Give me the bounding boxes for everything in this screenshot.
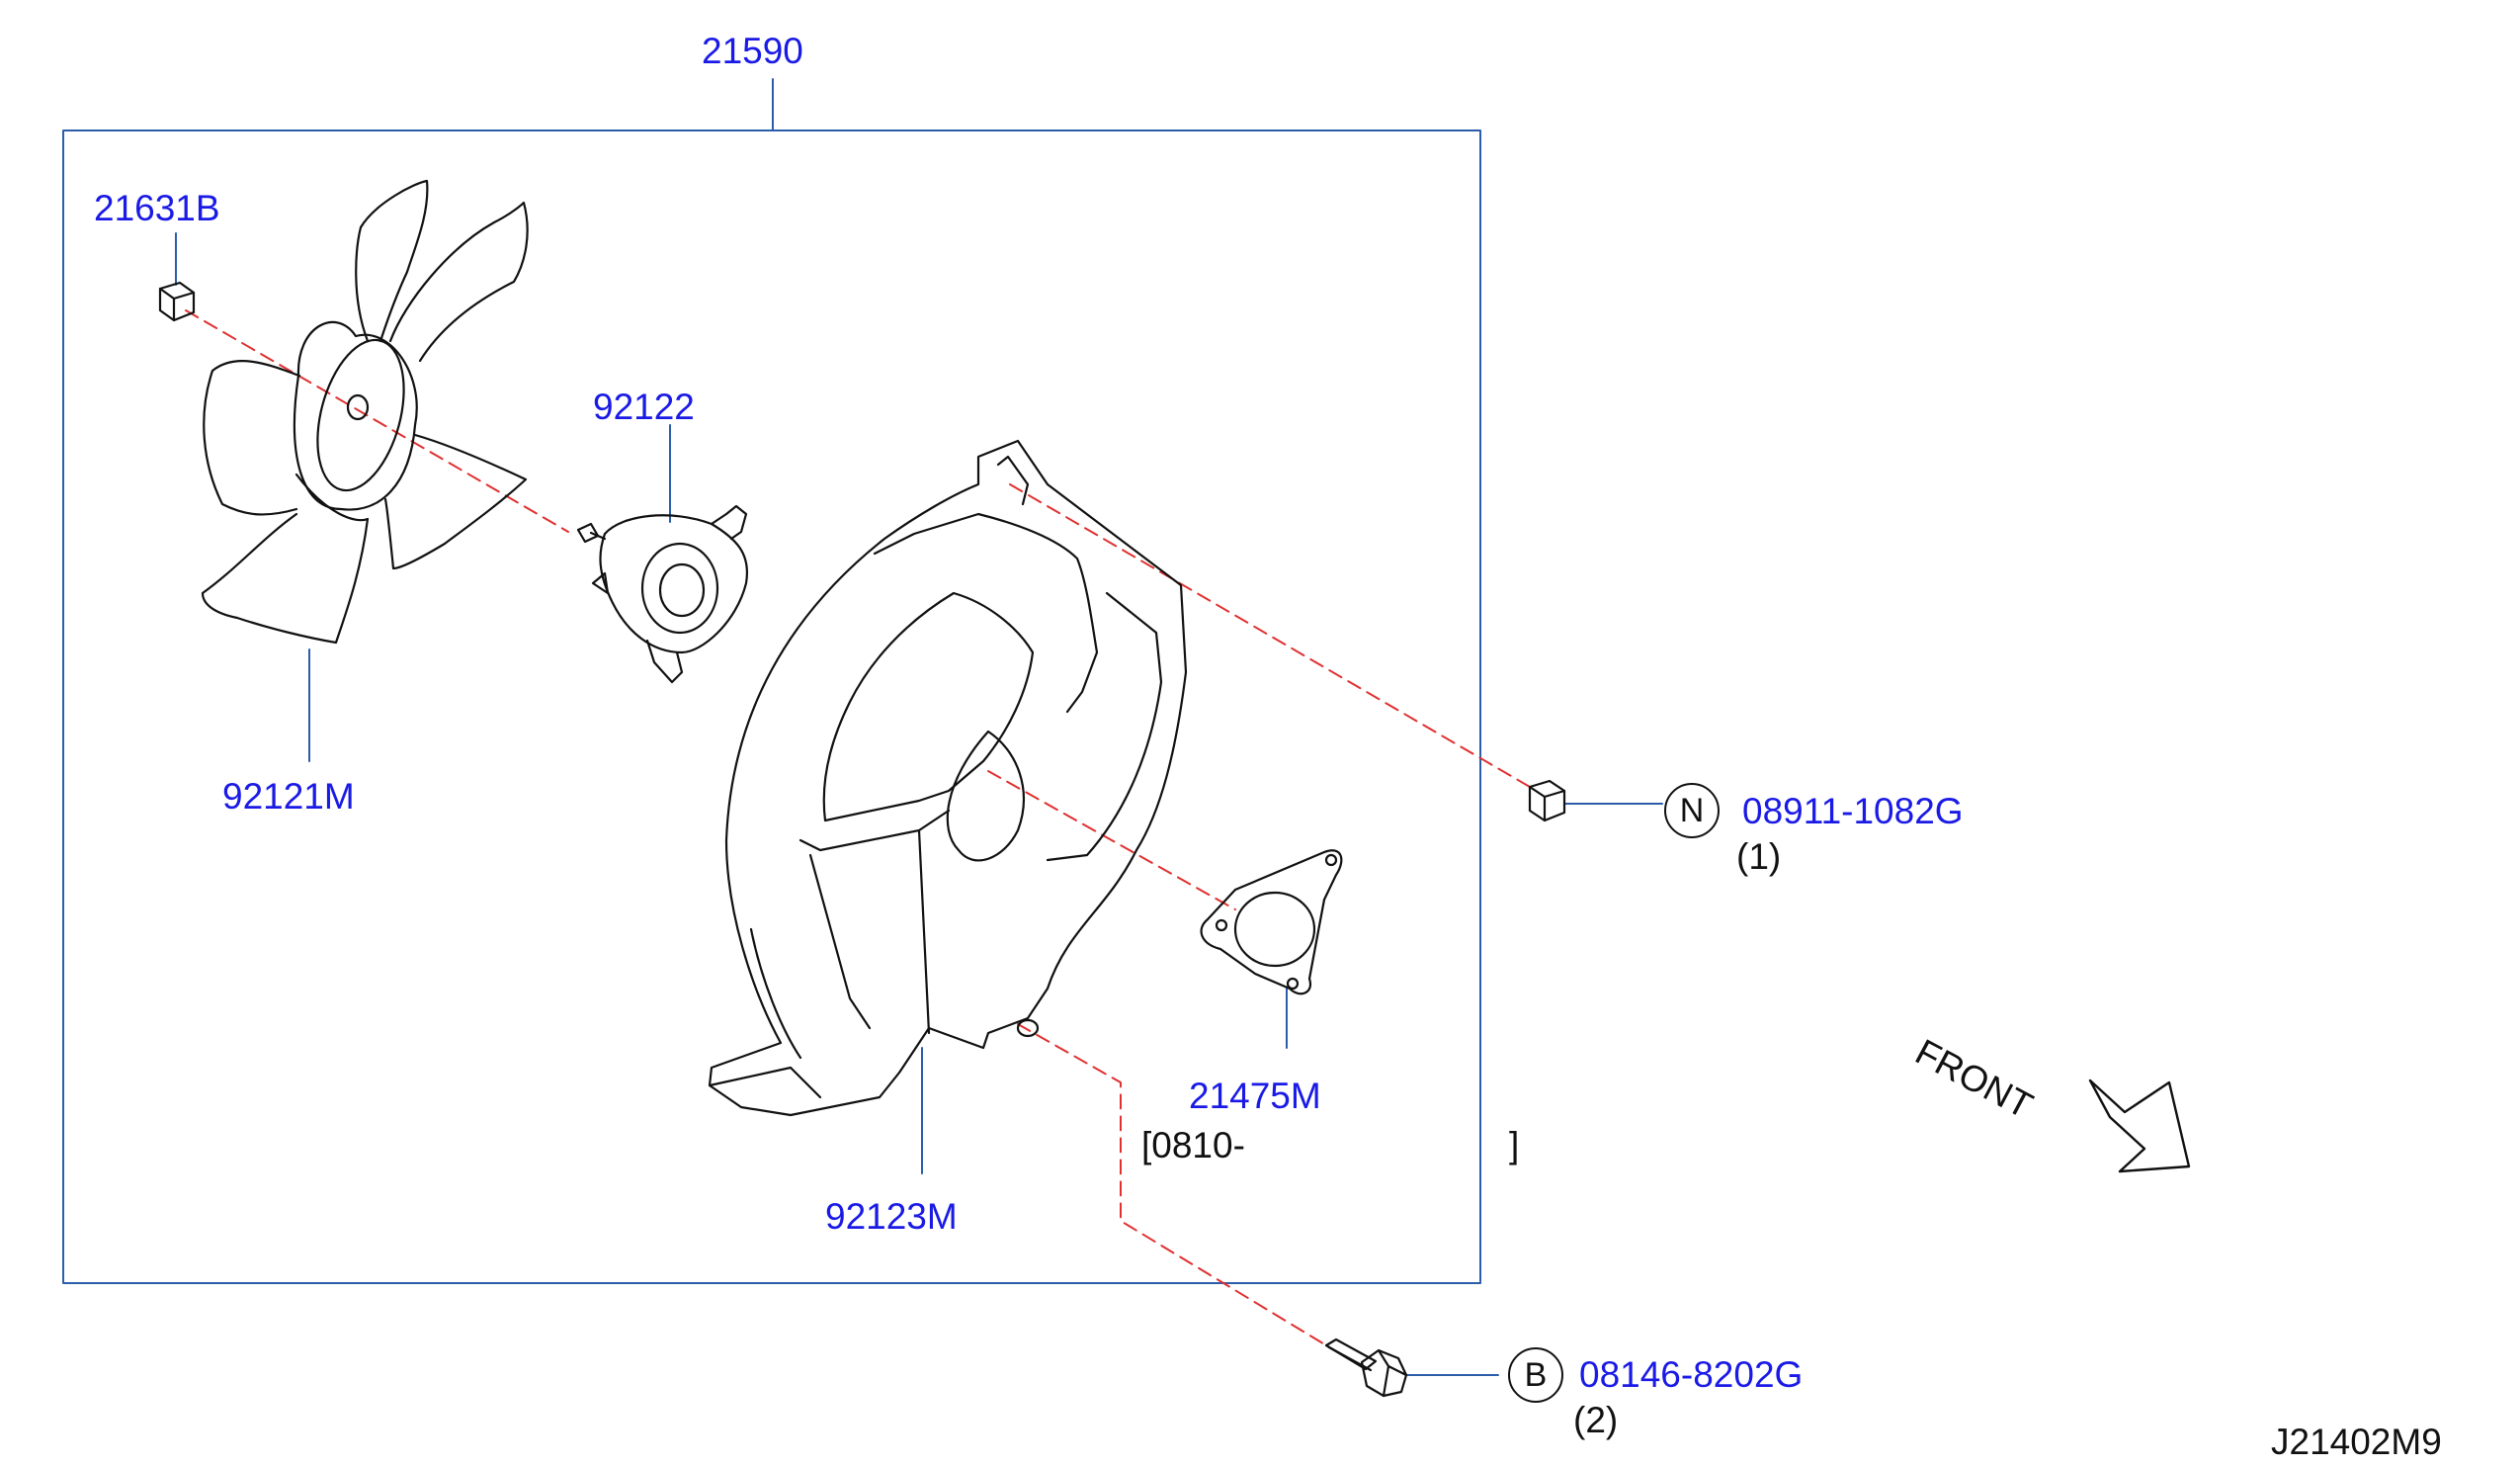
fan-92121m-drawing [201, 179, 529, 645]
nut-quantity: (1) [1736, 836, 1782, 877]
front-arrow-icon [2088, 1079, 2191, 1173]
nut-symbol-badge: N [1664, 783, 1720, 838]
fan-part-number: 92121M [222, 776, 355, 817]
date-range-close: ] [1509, 1125, 1520, 1165]
bolt-quantity: (2) [1573, 1400, 1619, 1440]
bolt-standard-part-number: 08146-8202G [1579, 1354, 1804, 1395]
date-range-open: [0810- [1141, 1125, 1245, 1165]
nut-standard-part-number: 08911-1082G [1742, 791, 1964, 831]
motor-part-number: 92122 [593, 387, 695, 427]
nut-08911-drawing [1528, 779, 1566, 822]
diagram-code: J21402M9 [2271, 1422, 2442, 1462]
shroud-92123m-drawing [708, 439, 1188, 1117]
nut-21631b-drawing [158, 281, 196, 322]
leader-lines [175, 78, 1663, 1376]
bolt-08146-drawing [1324, 1338, 1408, 1398]
shroud-part-number: 92123M [825, 1196, 958, 1237]
gasket-part-number: 21475M [1189, 1076, 1321, 1116]
gasket-21475m-drawing [1200, 849, 1343, 995]
nut-part-number: 21631B [94, 188, 220, 228]
bolt-symbol-badge: B [1508, 1347, 1563, 1403]
motor-92122-drawing [576, 504, 749, 684]
assembly-part-number: 21590 [702, 31, 803, 71]
centerlines [185, 309, 1531, 1346]
